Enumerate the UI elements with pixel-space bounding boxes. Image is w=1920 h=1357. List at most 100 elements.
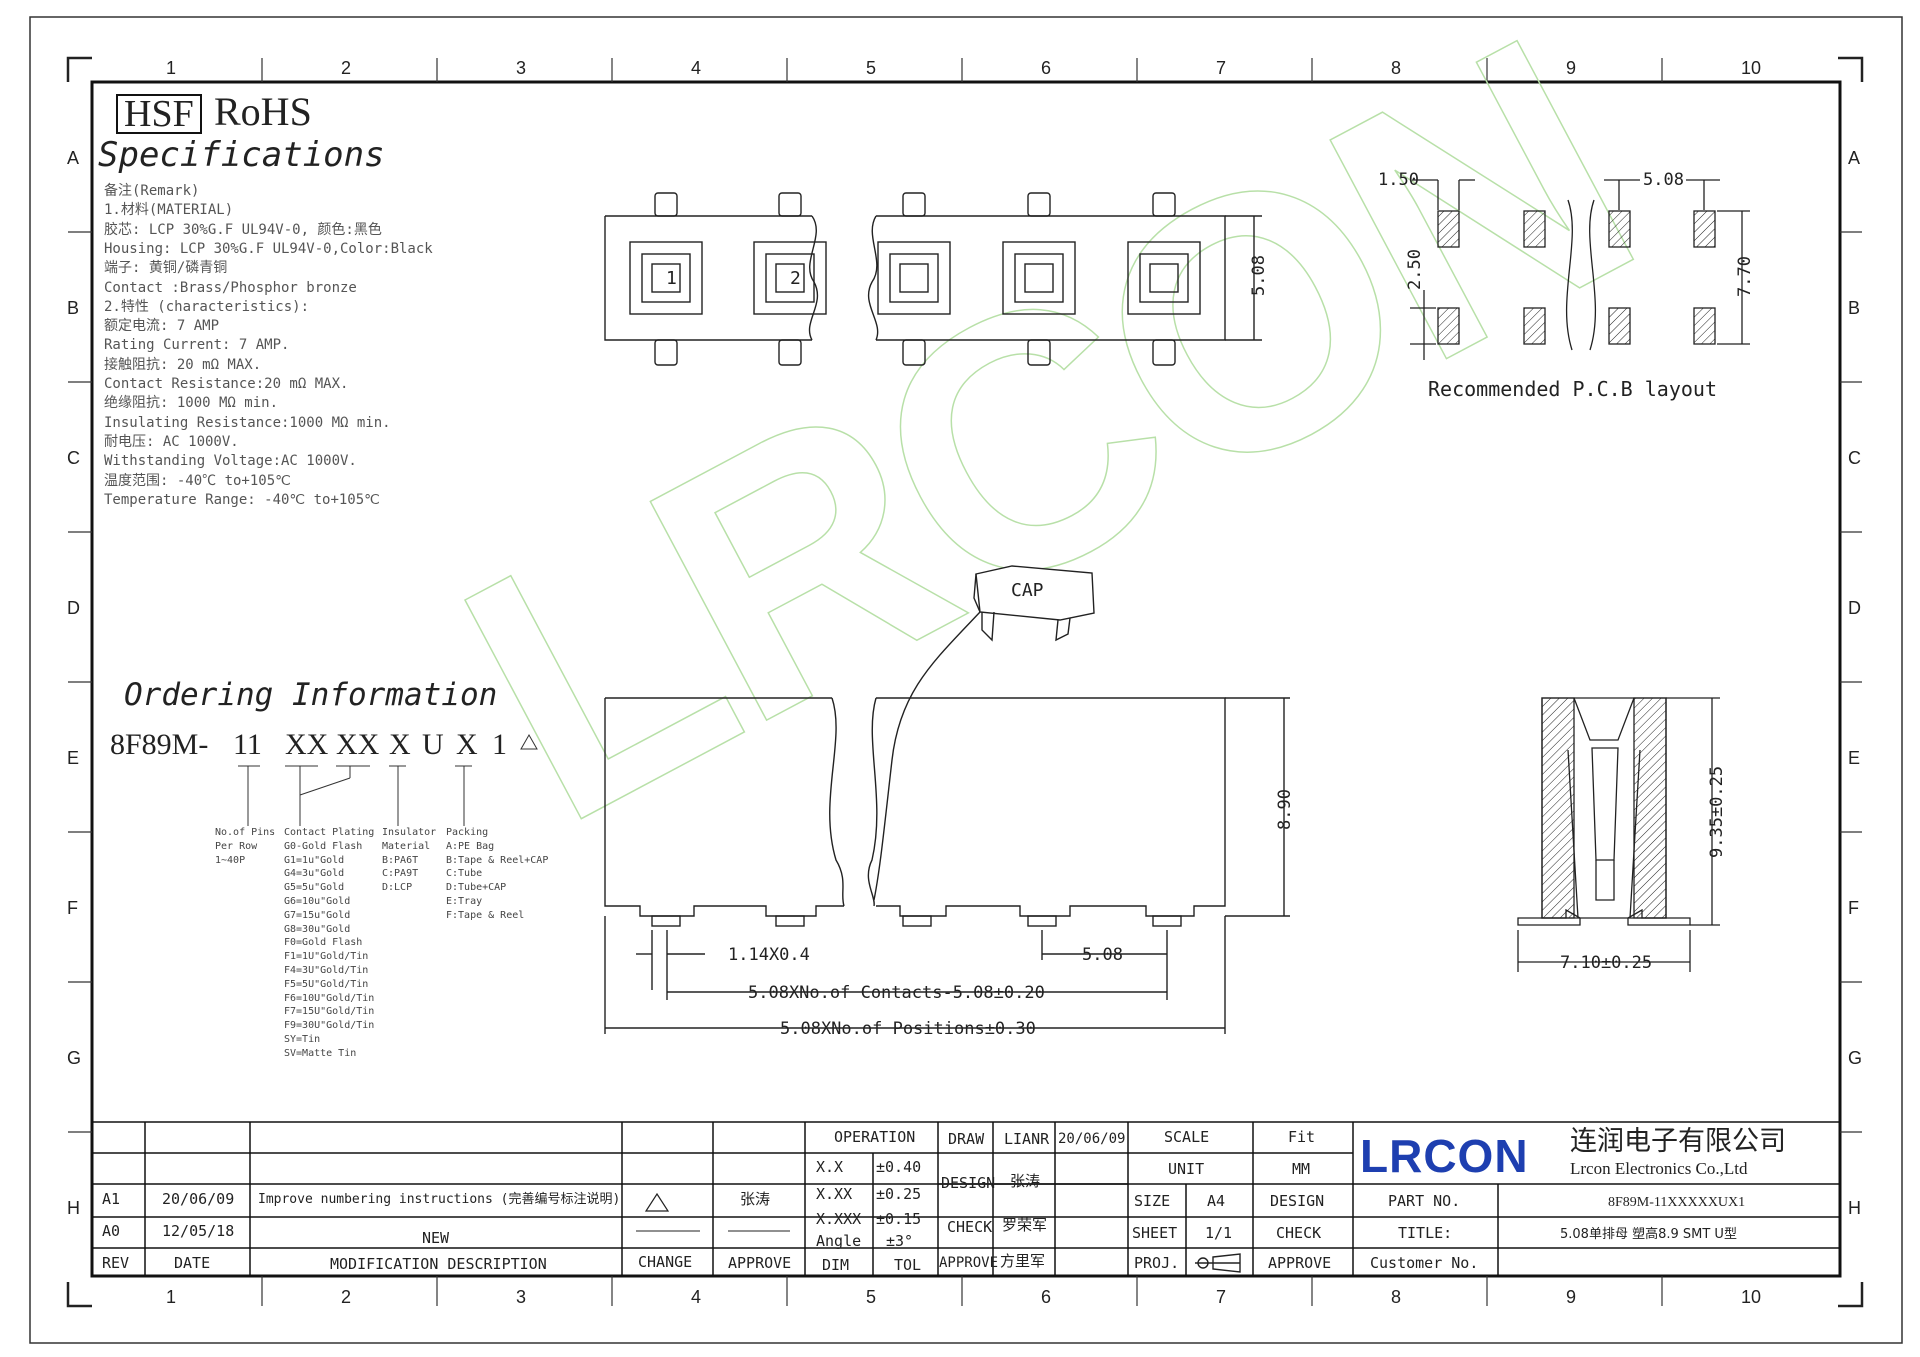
design-name: 张涛	[1010, 1172, 1041, 1190]
side-section-view	[1517, 697, 1720, 972]
rev-a0-desc: NEW	[422, 1229, 450, 1247]
ordering-option: G4=3u"Gold	[284, 868, 345, 880]
pcb-layout	[1410, 179, 1750, 360]
ordering-option: Material	[382, 840, 431, 852]
spec-line: Insulating Resistance:1000 MΩ min.	[104, 414, 391, 431]
ordering-option: F9=30U"Gold/Tin	[284, 1020, 375, 1032]
customer-no-label: Customer No.	[1370, 1254, 1479, 1272]
ordering-code-part: U	[422, 728, 444, 761]
grid-column-label: 5	[866, 58, 877, 78]
grid-row-label: G	[1848, 1048, 1863, 1068]
grid-row-label: A	[67, 148, 80, 168]
grid-row-label: B	[1848, 298, 1861, 318]
spec-line: Rating Current: 7 AMP.	[104, 337, 290, 354]
rev-a1: A1	[102, 1190, 121, 1208]
ordering-option: G0-Gold Flash	[284, 840, 363, 852]
company-logo: LRCON	[1360, 1130, 1528, 1182]
ordering-option: F1=1U"Gold/Tin	[284, 951, 369, 963]
dim-front-height: 8.90	[1275, 789, 1295, 830]
pcb-dim-pad-height: 2.50	[1405, 249, 1425, 290]
size-label: SIZE	[1134, 1192, 1171, 1210]
grid-column-label: 10	[1741, 1287, 1762, 1307]
rev-header: REV	[102, 1254, 130, 1272]
ordering-option: A:PE Bag	[446, 840, 495, 852]
grid-column-label: 3	[516, 1287, 527, 1307]
spec-line: Contact Resistance:20 mΩ MAX.	[104, 376, 349, 392]
ordering-revision-icon	[520, 733, 538, 750]
grid-column-label: 9	[1566, 1287, 1577, 1307]
spec-line: Contact :Brass/Phosphor bronze	[104, 279, 357, 296]
ordering-option: F7=15U"Gold/Tin	[284, 1006, 375, 1018]
hsf-badge: HSF	[116, 94, 202, 134]
ordering-option: C:Tube	[446, 868, 483, 880]
spec-line: 2.特性 (characteristics):	[104, 298, 310, 315]
grid-column-label: 10	[1741, 58, 1762, 78]
tol-k-0: X.X	[816, 1158, 844, 1176]
dim-side-width: 7.10±0.25	[1560, 953, 1652, 973]
grid-row-label: B	[67, 298, 80, 318]
check-name: 罗荣军	[1002, 1216, 1048, 1234]
pin-2-label: 2	[790, 268, 801, 289]
grid-row-label: H	[67, 1198, 80, 1218]
dim-pin-size: 1.14X0.4	[728, 945, 810, 965]
ordering-option: SV=Matte Tin	[284, 1047, 357, 1059]
grid-row-label: E	[67, 748, 80, 768]
tol-v-2: ±0.15	[876, 1210, 922, 1228]
grid-row-label: D	[1848, 598, 1861, 618]
ordering-option: 1~40P	[215, 854, 246, 866]
meta-design-label: DESIGN	[1270, 1192, 1325, 1210]
draw-date: 20/06/09	[1058, 1131, 1126, 1147]
pcb-dim-pitch: 5.08	[1643, 170, 1684, 190]
ordering-option: C:PA9T	[382, 868, 419, 880]
ordering-code-part: XX	[285, 728, 329, 761]
ordering-option: Packing	[446, 827, 489, 838]
tol-k-1: X.XX	[816, 1185, 853, 1203]
rohs-label: RoHS	[214, 89, 312, 134]
part-no-label: PART NO.	[1388, 1192, 1461, 1210]
grid-column-label: 7	[1216, 58, 1227, 78]
ordering-option: F:Tape & Reel	[446, 909, 525, 921]
projection-symbol-icon	[1195, 1253, 1241, 1273]
spec-line: 胶芯: LCP 30%G.F UL94V-0, 颜色:黑色	[104, 221, 382, 238]
operation-header: OPERATION	[834, 1128, 916, 1146]
grid-column-label: 2	[341, 1287, 352, 1307]
tol-v-1: ±0.25	[876, 1185, 922, 1203]
grid-column-label: 2	[341, 58, 352, 78]
grid-row-label: A	[1848, 148, 1861, 168]
grid-column-label: 1	[166, 1287, 177, 1307]
ordering-code-part: X	[389, 728, 411, 761]
ordering-option: Insulator	[382, 827, 437, 838]
grid-column-label: 3	[516, 58, 527, 78]
ordering-option: B:PA6T	[382, 854, 419, 866]
corner-marks	[66, 56, 1864, 1308]
ordering-option: Contact Plating	[284, 827, 375, 838]
rev-a1-date: 20/06/09	[162, 1190, 235, 1208]
ordering-option: D:LCP	[382, 882, 413, 894]
grid-column-label: 6	[1041, 58, 1052, 78]
grid-row-label: H	[1848, 1198, 1861, 1218]
rev-a0-date: 12/05/18	[162, 1222, 235, 1240]
spec-line: Withstanding Voltage:AC 1000V.	[104, 453, 357, 470]
spec-line: 绝缘阻抗: 1000 MΩ min.	[104, 395, 279, 412]
rev-a1-desc: Improve numbering instructions (完善编号标注说明…	[258, 1192, 621, 1207]
description-header: MODIFICATION DESCRIPTION	[330, 1255, 547, 1273]
sheet-label: SHEET	[1132, 1224, 1178, 1242]
ordering-code-part: X	[456, 728, 478, 761]
approve-label: APPROVE	[939, 1255, 999, 1271]
tol-k-2: X.XXX	[816, 1210, 862, 1228]
rev-a0: A0	[102, 1222, 121, 1240]
ordering-option: G5=5u"Gold	[284, 882, 345, 894]
ordering-option: E:Tray	[446, 896, 483, 907]
meta-check-label: CHECK	[1276, 1224, 1322, 1242]
dim-contacts: 5.08XNo.of Contacts-5.08±0.20	[748, 983, 1045, 1003]
dim-side-height: 9.35±0.25	[1707, 766, 1727, 858]
pin-1-label: 1	[666, 268, 677, 289]
approve-name: 方里军	[1000, 1252, 1046, 1270]
part-no: 8F89M-11XXXXXUX1	[1608, 1195, 1746, 1210]
cap-label: CAP	[1011, 580, 1044, 601]
grid-column-label: 1	[166, 58, 177, 78]
approve-header: APPROVE	[728, 1254, 792, 1272]
grid-row-label: E	[1848, 748, 1861, 768]
spec-line: 额定电流: 7 AMP	[104, 318, 220, 335]
